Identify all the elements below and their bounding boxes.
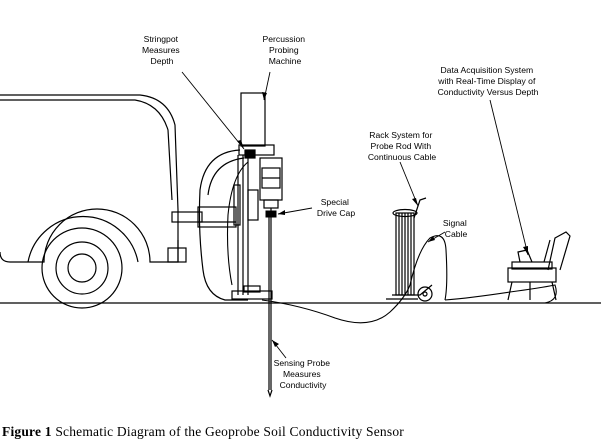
probing-machine xyxy=(231,92,283,300)
rack-system xyxy=(386,197,433,302)
data-acquisition-cart xyxy=(507,231,571,301)
label-drive-cap: Special Drive Cap xyxy=(317,197,355,218)
label-signal-cable: Signal Cable xyxy=(443,218,469,239)
probe-rod xyxy=(267,217,273,398)
label-percussion-machine: Percussion Probing Machine xyxy=(263,34,308,66)
label-rack-system: Rack System for Probe Rod With Continuou… xyxy=(368,130,437,162)
figure-number: Figure 1 xyxy=(2,424,52,439)
label-sensing-probe: Sensing Probe Measures Conductivity xyxy=(274,358,333,390)
figure-caption: Figure 1 Schematic Diagram of the Geopro… xyxy=(2,424,404,440)
label-data-acquisition: Data Acquisition System with Real-Time D… xyxy=(437,65,538,97)
label-stringpot: Stringpot Measures Depth xyxy=(142,34,182,66)
arrowheads xyxy=(237,92,528,347)
drive-cap xyxy=(265,210,277,218)
truck xyxy=(0,94,187,309)
truck-mount-frame xyxy=(171,206,237,228)
machine-housing xyxy=(198,149,248,301)
figure-caption-text: Schematic Diagram of the Geoprobe Soil C… xyxy=(55,424,404,439)
